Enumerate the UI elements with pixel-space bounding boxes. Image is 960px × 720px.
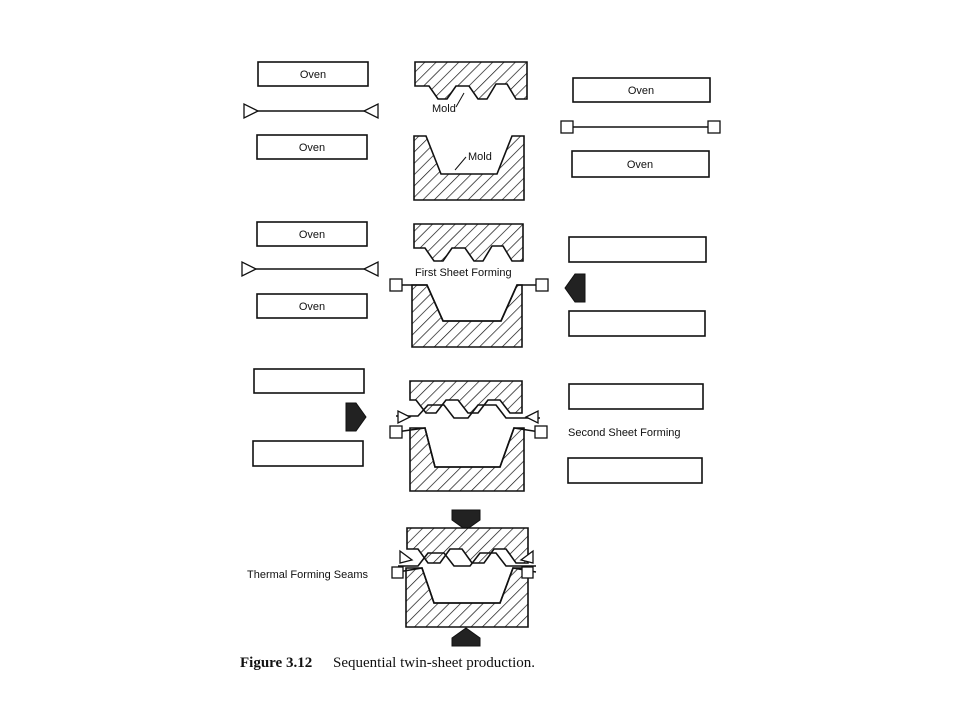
oven-box — [256, 293, 368, 319]
oven-label: Oven — [299, 142, 325, 154]
row3-second-sheet-forming — [389, 380, 548, 492]
upper-mold — [414, 61, 528, 100]
clamp-right — [521, 566, 534, 579]
figure-number: Figure 3.12 — [240, 655, 312, 671]
oven-box — [256, 134, 368, 160]
oven-box — [571, 150, 710, 178]
clamp-right — [362, 260, 379, 278]
row2-left-ovens: Oven Oven — [241, 221, 379, 319]
row4-thermal-forming-seams: Thermal Forming Seams — [247, 509, 537, 647]
row1-right-ovens: Oven Oven — [560, 77, 721, 178]
row2-right-ovens — [564, 236, 707, 337]
clamp-right — [362, 102, 379, 120]
figure-caption: Figure 3.12 Sequential twin-sheet produc… — [240, 655, 535, 671]
figure-caption-text: Sequential twin-sheet production. — [333, 655, 535, 671]
lower-mold — [413, 135, 525, 201]
oven-box — [253, 368, 365, 394]
oven-label: Oven — [299, 301, 325, 313]
clamp-left — [391, 566, 404, 579]
mold-leader-line — [455, 92, 465, 108]
clamp-left — [389, 278, 403, 292]
seam-clamp-right — [519, 549, 534, 564]
clamp-left — [389, 425, 403, 439]
row1-left-ovens: Oven Oven — [243, 61, 379, 160]
oven-box — [568, 236, 707, 263]
oven-box — [568, 310, 706, 337]
row1-molds: Mold Mold — [413, 61, 528, 201]
formed-first-sheet — [397, 567, 537, 604]
clamp-right — [534, 425, 548, 439]
clamp-left — [397, 409, 412, 425]
lower-mold — [411, 284, 523, 348]
seam-clamp-left — [399, 549, 414, 564]
clamp-right — [535, 278, 549, 292]
upper-mold — [409, 380, 523, 414]
oven-label: Oven — [628, 85, 654, 97]
formed-first-sheet — [396, 284, 540, 322]
oven-label: Oven — [299, 229, 325, 241]
row2-first-sheet-forming: First Sheet Forming — [389, 223, 549, 348]
oven-box — [568, 383, 704, 410]
arrow-down-icon — [451, 509, 481, 531]
thermal-forming-seams-label: Thermal Forming Seams — [247, 569, 369, 581]
upper-mold — [413, 223, 524, 262]
oven-box — [572, 77, 711, 103]
clamp-left — [241, 260, 258, 278]
arrow-left-icon — [564, 273, 586, 303]
first-sheet-forming-label: First Sheet Forming — [415, 267, 512, 279]
oven-label: Oven — [300, 69, 326, 81]
clamp-left — [243, 102, 260, 120]
oven-box — [256, 221, 368, 247]
mold-leader-line — [454, 156, 467, 171]
arrow-up-icon — [451, 627, 481, 647]
second-sheet-forming-label: Second Sheet Forming — [568, 427, 681, 439]
arrow-right-icon — [345, 402, 367, 432]
second-sheet — [398, 552, 536, 567]
row3-right-ovens: Second Sheet Forming — [567, 383, 704, 484]
formed-first-sheet — [395, 427, 541, 468]
oven-box — [257, 61, 369, 87]
oven-box — [567, 457, 703, 484]
row3-left-ovens — [252, 368, 367, 467]
mold-label: Mold — [468, 151, 492, 163]
clamp-right — [524, 409, 539, 425]
clamp-left — [560, 120, 574, 134]
mold-label: Mold — [432, 103, 456, 115]
second-sheet — [396, 404, 540, 419]
oven-box — [252, 440, 364, 467]
clamp-right — [707, 120, 721, 134]
oven-label: Oven — [627, 159, 653, 171]
